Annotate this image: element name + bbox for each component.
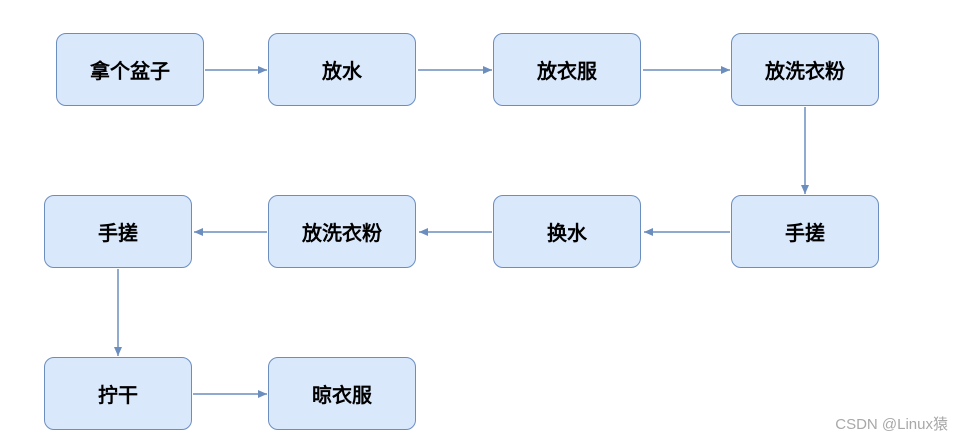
node-hand-rub-2: 手搓 [44,195,192,268]
node-take-basin: 拿个盆子 [56,33,204,106]
node-add-water: 放水 [268,33,416,106]
node-hand-rub-1: 手搓 [731,195,879,268]
node-wring-dry: 拧干 [44,357,192,430]
node-add-detergent-2: 放洗衣粉 [268,195,416,268]
node-hang-clothes: 晾衣服 [268,357,416,430]
csdn-watermark: CSDN @Linux猿 [835,416,948,433]
node-add-clothes: 放衣服 [493,33,641,106]
node-add-detergent-1: 放洗衣粉 [731,33,879,106]
node-change-water: 换水 [493,195,641,268]
